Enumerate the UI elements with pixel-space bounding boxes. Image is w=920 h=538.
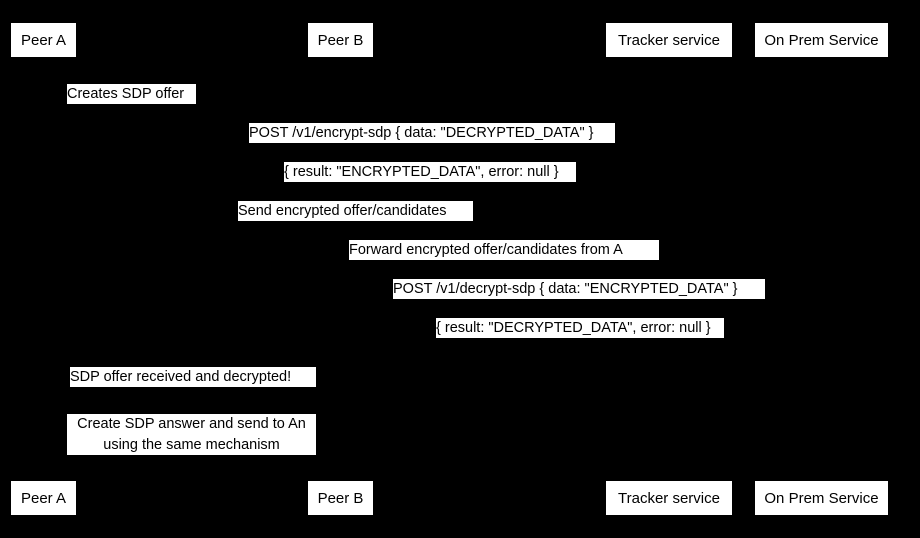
lifeline-peer-a xyxy=(43,58,44,480)
message-text: { result: "DECRYPTED_DATA", error: null … xyxy=(436,320,711,336)
message-label-multiline: Create SDP answer and send to An using t… xyxy=(67,414,316,455)
participant-box-bottom[interactable]: Tracker service xyxy=(605,480,733,516)
participant-label: Peer B xyxy=(317,489,364,507)
lifeline-tracker xyxy=(669,58,670,480)
message-arrow xyxy=(43,147,821,148)
message-text: POST /v1/decrypt-sdp { data: "ENCRYPTED_… xyxy=(393,281,738,297)
message-label: { result: "ENCRYPTED_DATA", error: null … xyxy=(284,162,576,182)
participant-box-top[interactable]: Peer B xyxy=(307,22,374,58)
lifeline-on-prem xyxy=(821,58,822,480)
participant-box-top[interactable]: On Prem Service xyxy=(754,22,889,58)
participant-label: Tracker service xyxy=(618,31,720,49)
participant-box-bottom[interactable]: Peer B xyxy=(307,480,374,516)
message-arrow xyxy=(340,303,821,304)
participant-label: Tracker service xyxy=(618,489,720,507)
message-text: SDP offer received and decrypted! xyxy=(70,369,292,385)
participant-label: Peer B xyxy=(317,31,364,49)
message-text: POST /v1/encrypt-sdp { data: "DECRYPTED_… xyxy=(249,125,594,141)
participant-label: On Prem Service xyxy=(764,489,879,507)
message-label: Forward encrypted offer/candidates from … xyxy=(349,240,659,260)
message-label: POST /v1/encrypt-sdp { data: "DECRYPTED_… xyxy=(249,123,615,143)
lifeline-peer-b xyxy=(340,58,341,480)
participant-box-bottom[interactable]: Peer A xyxy=(10,480,77,516)
message-label: Creates SDP offer xyxy=(67,84,196,104)
message-arrow xyxy=(340,342,821,343)
participant-label: Peer A xyxy=(20,489,67,507)
message-text: Creates SDP offer xyxy=(67,86,185,102)
message-text: Create SDP answer and send to An using t… xyxy=(77,416,306,453)
message-arrow xyxy=(43,186,821,187)
message-label: POST /v1/decrypt-sdp { data: "ENCRYPTED_… xyxy=(393,279,765,299)
participant-label: Peer A xyxy=(20,31,67,49)
message-label: Send encrypted offer/candidates xyxy=(238,201,473,221)
message-arrow xyxy=(43,391,340,392)
participant-box-top[interactable]: Peer A xyxy=(10,22,77,58)
participant-box-top[interactable]: Tracker service xyxy=(605,22,733,58)
message-label: { result: "DECRYPTED_DATA", error: null … xyxy=(436,318,724,338)
message-label: SDP offer received and decrypted! xyxy=(70,367,316,387)
message-arrow xyxy=(43,108,163,109)
message-arrow xyxy=(340,264,669,265)
participant-label: On Prem Service xyxy=(764,31,879,49)
participant-box-bottom[interactable]: On Prem Service xyxy=(754,480,889,516)
message-text: Send encrypted offer/candidates xyxy=(238,203,447,219)
message-text: Forward encrypted offer/candidates from … xyxy=(349,242,623,258)
message-arrow xyxy=(43,225,669,226)
message-text: { result: "ENCRYPTED_DATA", error: null … xyxy=(284,164,559,180)
